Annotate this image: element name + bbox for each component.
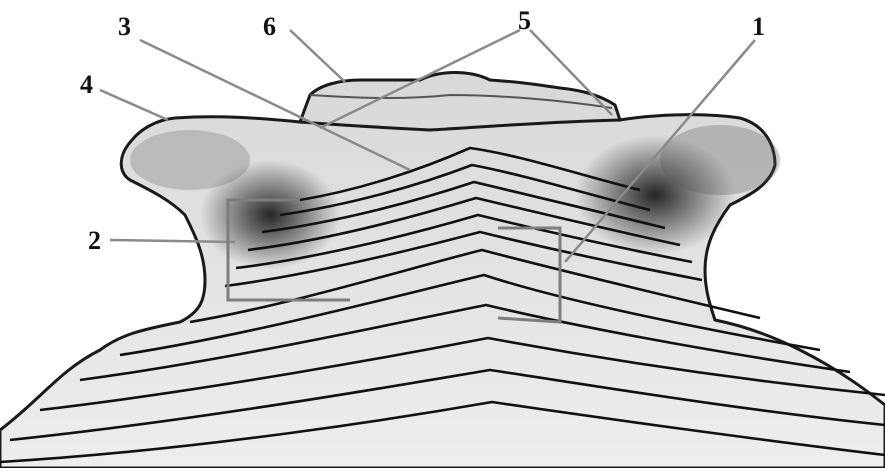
leader-6 xyxy=(290,30,345,82)
label-3: 3 xyxy=(118,14,131,40)
label-2: 2 xyxy=(88,228,101,254)
label-6: 6 xyxy=(263,14,276,40)
label-4: 4 xyxy=(80,72,93,98)
leader-4 xyxy=(100,90,168,120)
label-5: 5 xyxy=(518,8,531,34)
label-1: 1 xyxy=(752,14,765,40)
